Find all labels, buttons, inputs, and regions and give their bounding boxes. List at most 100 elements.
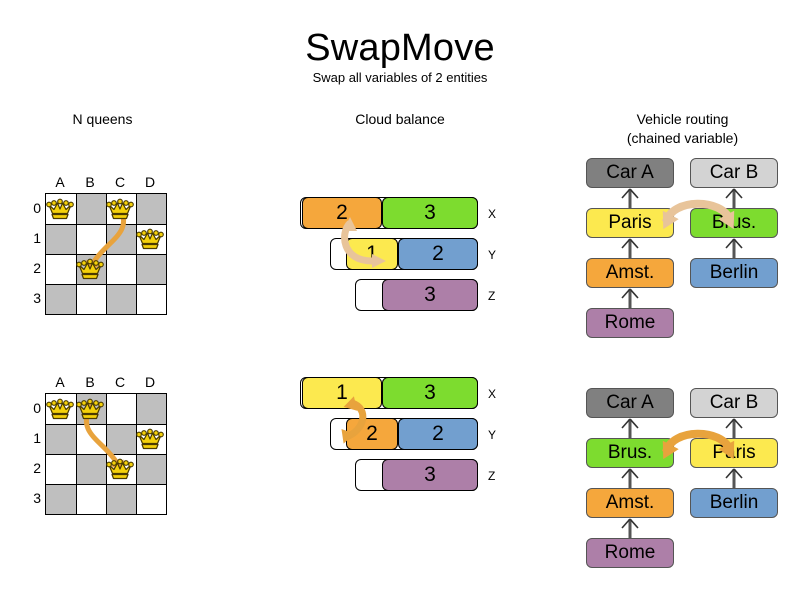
cloud-segment-X-0: 2	[302, 197, 382, 229]
cloud-segment-value: 3	[424, 283, 436, 306]
cloud-segment-value: 3	[424, 381, 436, 404]
board-cell-C1	[106, 424, 136, 454]
cloud-segment-Z-0: 3	[382, 459, 478, 491]
cloud-row-label-Z: Z	[488, 469, 496, 483]
cloud-segment-value: 3	[424, 201, 436, 224]
cloud-segment-value: 2	[432, 422, 444, 445]
board-rank-label-0: 0	[33, 200, 41, 216]
section-title-vehicle-routing-line2: (chained variable)	[626, 130, 739, 146]
board-cell-C3	[106, 284, 136, 314]
board-cell-B1	[76, 224, 106, 254]
vrp-node-label: Berlin	[709, 492, 759, 513]
vrp-node-label: Paris	[608, 212, 652, 233]
vrp-link-arrow	[724, 468, 744, 488]
vrp-node-label: Amst.	[605, 262, 655, 283]
board-rank-label-1: 1	[33, 430, 41, 446]
board-cell-D0	[136, 394, 166, 424]
board-file-label-C: C	[114, 174, 126, 190]
cloud-segment-value: 2	[366, 422, 378, 445]
board-gridline-h	[46, 484, 166, 485]
queen-B0	[76, 397, 104, 421]
vrp-link-arrow	[620, 418, 640, 438]
vrp-link-arrow	[724, 188, 744, 208]
board-cell-A2	[46, 454, 76, 484]
cloud-segment-value: 1	[336, 381, 348, 404]
cloud-segment-value: 1	[366, 242, 378, 265]
vrp-node-amst: Amst.	[586, 488, 674, 518]
vrp-link-arrow	[724, 238, 744, 258]
board-cell-C3	[106, 484, 136, 514]
page-subtitle: Swap all variables of 2 entities	[312, 70, 488, 85]
board-cell-C2	[106, 254, 136, 284]
cloud-row-label-Y: Y	[488, 248, 497, 262]
vrp-node-carb: Car B	[690, 388, 778, 418]
cloud-segment-Y-1: 2	[398, 238, 478, 270]
board-rank-label-2: 2	[33, 460, 41, 476]
vrp-node-label: Brus.	[607, 442, 653, 463]
cloud-segment-X-0: 1	[302, 377, 382, 409]
queen-A0	[46, 197, 74, 221]
board-cell-D2	[136, 454, 166, 484]
vrp-node-berlin: Berlin	[690, 258, 778, 288]
vrp-link-arrow	[620, 188, 640, 208]
vrp-node-label: Car B	[709, 162, 759, 183]
board-cell-A3	[46, 484, 76, 514]
board-gridline-v	[136, 194, 137, 314]
board-file-label-A: A	[55, 174, 65, 190]
vrp-link-arrow	[620, 238, 640, 258]
cloud-bar-row-Z: 3	[355, 459, 478, 491]
vrp-link-arrow	[620, 468, 640, 488]
page-title: SwapMove	[305, 27, 495, 69]
vrp-node-rome: Rome	[586, 538, 674, 568]
queen-B2	[76, 257, 104, 281]
board-gridline-v	[136, 394, 137, 514]
cloud-segment-value: 2	[336, 201, 348, 224]
board-file-label-A: A	[55, 374, 65, 390]
cloud-swap-arrow	[330, 396, 394, 453]
board-cell-B3	[76, 484, 106, 514]
vrp-node-label: Rome	[604, 542, 656, 563]
section-title-cloud: Cloud balance	[355, 111, 445, 127]
cloud-segment-X-1: 3	[382, 377, 478, 409]
board-cell-A3	[46, 284, 76, 314]
board-cell-D3	[136, 284, 166, 314]
vrp-node-label: Car B	[709, 392, 759, 413]
vrp-node-label: Berlin	[709, 262, 759, 283]
board-file-label-B: B	[85, 374, 95, 390]
vrp-swap-arrow	[656, 192, 748, 238]
queen-C0	[106, 197, 134, 221]
cloud-row-label-X: X	[488, 387, 497, 401]
board-rank-label-2: 2	[33, 260, 41, 276]
cloud-swap-arrow	[336, 217, 400, 273]
vrp-node-label: Car A	[606, 392, 654, 413]
board-cell-A1	[46, 424, 76, 454]
section-title-vehicle-routing-line1: Vehicle routing	[636, 111, 729, 127]
board-file-label-D: D	[144, 374, 156, 390]
queen-D1	[136, 427, 164, 451]
board-gridline-h	[46, 284, 166, 285]
vrp-node-paris: Paris	[586, 208, 674, 238]
cloud-segment-value: 2	[432, 242, 444, 265]
vrp-node-cara: Car A	[586, 158, 674, 188]
vrp-swap-arrow	[656, 422, 748, 468]
board-cell-B1	[76, 424, 106, 454]
board-rank-label-1: 1	[33, 230, 41, 246]
vrp-link-arrow	[620, 518, 640, 538]
queen-D1	[136, 227, 164, 251]
vrp-link-arrow	[620, 288, 640, 308]
cloud-segment-value: 3	[424, 463, 436, 486]
vrp-node-brus: Brus.	[586, 438, 674, 468]
cloud-bar-row-Z: 3	[355, 279, 478, 311]
vrp-node-carb: Car B	[690, 158, 778, 188]
cloud-segment-Z-0: 3	[382, 279, 478, 311]
cloud-row-label-X: X	[488, 207, 497, 221]
section-title-nqueens: N queens	[72, 111, 133, 127]
board-cell-D0	[136, 194, 166, 224]
board-cell-B3	[76, 284, 106, 314]
board-cell-A1	[46, 224, 76, 254]
queen-C2	[106, 457, 134, 481]
cloud-row-label-Z: Z	[488, 289, 496, 303]
vrp-node-label: Amst.	[605, 492, 655, 513]
board-rank-label-3: 3	[33, 290, 41, 306]
